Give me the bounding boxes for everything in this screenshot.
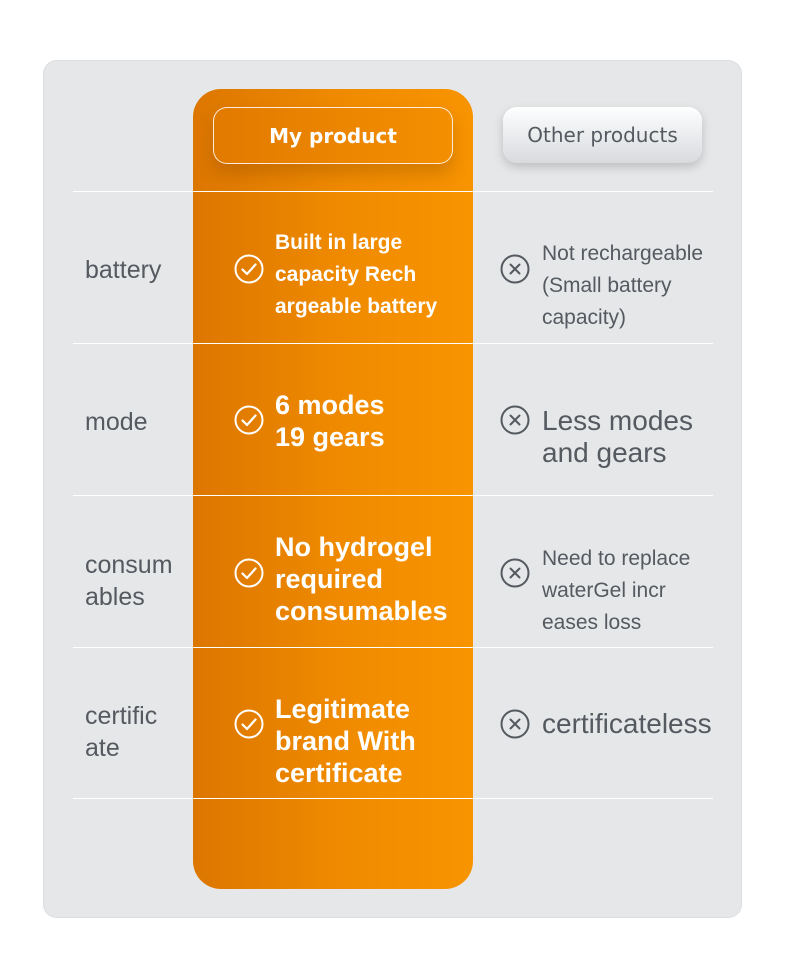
row-divider — [73, 798, 713, 799]
row-divider — [73, 647, 713, 648]
my-product-battery: Built in large capacity Rech argeable ba… — [275, 231, 438, 318]
row-label-battery: battery — [85, 256, 162, 284]
x-circle-icon — [500, 254, 530, 284]
my-product-mode: 6 modes 19 gears — [275, 390, 385, 452]
my-product-column — [193, 89, 473, 889]
row-divider — [73, 191, 713, 192]
row-divider — [73, 495, 713, 496]
check-circle-icon — [234, 254, 264, 284]
my-product-header: My product — [213, 107, 453, 164]
row-divider — [73, 343, 713, 344]
x-circle-icon — [500, 709, 530, 739]
other-product-consumables: Need to replace waterGel incr eases loss — [542, 547, 691, 634]
check-circle-icon — [234, 405, 264, 435]
other-product-mode: Less modes and gears — [542, 405, 693, 468]
other-product-battery: Not rechargeable (Small battery capacity… — [542, 242, 704, 329]
row-label-certificate: certific ate — [85, 702, 158, 762]
check-circle-icon — [234, 558, 264, 588]
other-product-certificate: certificateless — [542, 708, 712, 739]
x-circle-icon — [500, 405, 530, 435]
my-product-certificate: Legitimate brand With certificate — [275, 694, 416, 788]
row-label-consumables: consum ables — [85, 551, 173, 611]
other-products-header: Other products — [503, 107, 702, 163]
my-product-consumables: No hydrogel required consumables — [275, 532, 448, 626]
x-circle-icon — [500, 558, 530, 588]
check-circle-icon — [234, 709, 264, 739]
row-label-mode: mode — [85, 408, 148, 436]
